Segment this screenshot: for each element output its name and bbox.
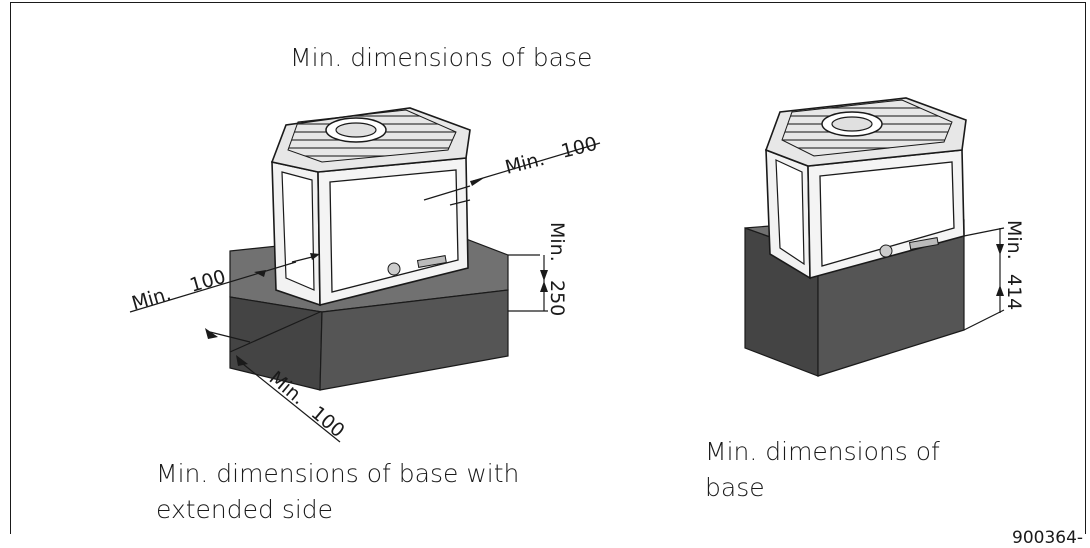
caption-right: Min. dimensions of base [705, 437, 940, 502]
right-dim-height-label: Min. [1003, 220, 1025, 260]
left-dim-side-value: 100 [187, 266, 228, 297]
left-dimension-lines [129, 142, 601, 443]
right-flue-inner [831, 116, 873, 132]
left-stove-side-glass [281, 171, 315, 291]
right-stove-handle [908, 237, 939, 250]
left-dim-height-value: 250 [546, 280, 568, 316]
left-stove [270, 107, 471, 307]
left-dim-topright-value: 100 [559, 133, 600, 163]
right-stove-side-glass [775, 159, 805, 266]
left-dim-height-label: Min. [546, 222, 568, 262]
left-flue-inner [335, 122, 377, 138]
caption-top: Min. dimensions of base [290, 43, 593, 72]
right-stove-glass [819, 161, 955, 267]
left-stove-handle [416, 255, 447, 268]
caption-left: Min. dimensions of base with extended si… [156, 459, 520, 524]
drawing-reference-number: 900364- [1012, 528, 1084, 548]
right-dimension-lines [963, 227, 1005, 331]
right-stove-knob [879, 244, 893, 258]
left-dim-front-value: 100 [307, 402, 349, 442]
right-dim-height-value: 414 [1003, 274, 1025, 310]
left-stove-knob [387, 262, 401, 276]
drawing-frame [10, 2, 1086, 534]
left-dim-topright-label: Min. [503, 148, 547, 179]
right-stove [764, 97, 967, 280]
left-dim-side-label: Min. [129, 283, 173, 315]
left-base-side [319, 289, 509, 391]
